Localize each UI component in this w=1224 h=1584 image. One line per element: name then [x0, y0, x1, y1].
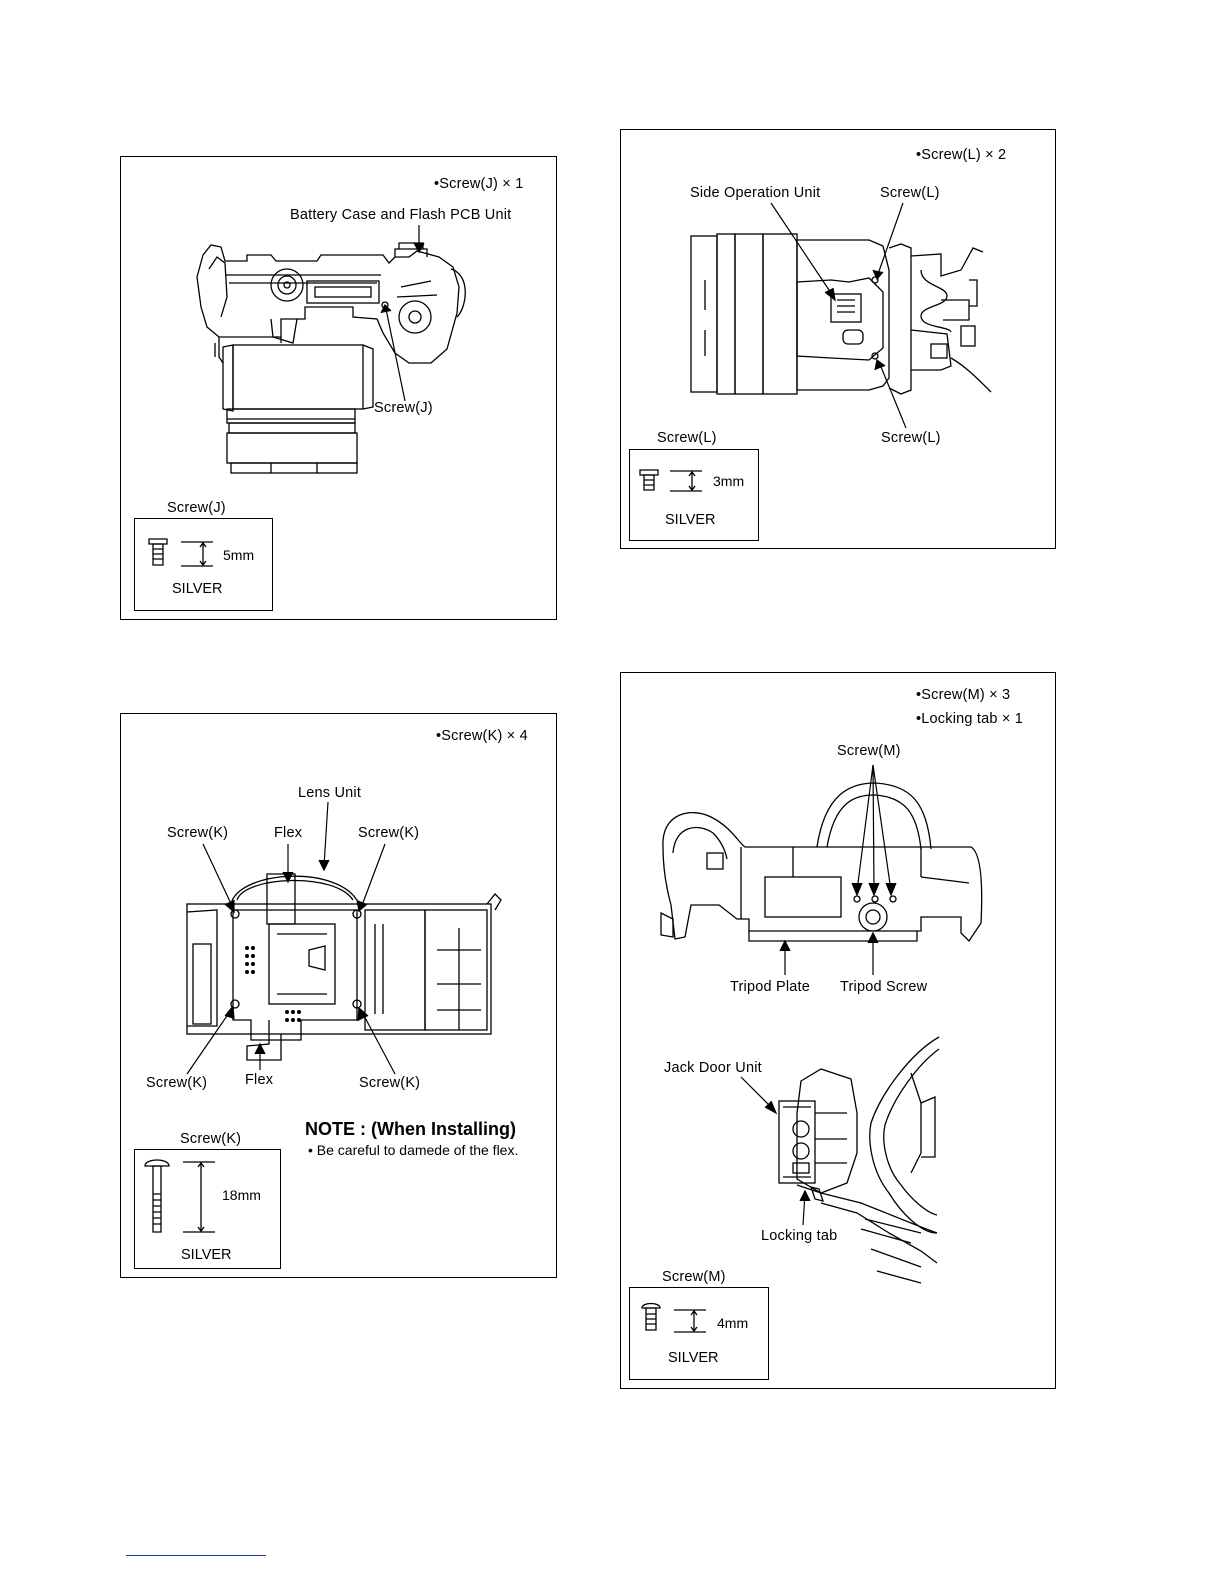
screw-m-material: SILVER	[668, 1350, 719, 1366]
panel-screw-m: •Screw(M) × 3 •Locking tab × 1 Screw(M) …	[620, 672, 1056, 1389]
screw-j-length: 5mm	[223, 547, 255, 563]
leader-lines-k	[186, 801, 396, 1075]
label-locking-tab: Locking tab	[761, 1228, 838, 1244]
label-screw-k-tr: Screw(K)	[358, 825, 420, 841]
panel-screw-k: •Screw(K) × 4 Lens Unit Screw(K) Flex Sc…	[120, 713, 557, 1278]
label-screw-k-tl: Screw(K)	[167, 825, 229, 841]
label-battery-case-flash-pcb: Battery Case and Flash PCB Unit	[290, 207, 512, 223]
screw-j-spec-box: 5mm SILVER	[134, 518, 273, 611]
label-screw-k-br: Screw(K)	[359, 1075, 421, 1091]
screw-m-icon	[641, 1302, 706, 1333]
leader-lines-l	[770, 202, 907, 429]
screw-l-material: SILVER	[665, 512, 716, 528]
screw-m-spec-box: 4mm SILVER	[629, 1287, 769, 1380]
screw-l-icon	[639, 469, 702, 492]
screw-j-icon	[148, 538, 213, 567]
screw-m-length: 4mm	[717, 1315, 749, 1331]
screw-k-length: 18mm	[222, 1187, 261, 1203]
panel-screw-l: •Screw(L) × 2 Side Operation Unit Screw(…	[620, 129, 1056, 549]
screw-j-material: SILVER	[172, 581, 223, 597]
screw-k-material: SILVER	[181, 1247, 232, 1263]
jack-door-unit-drawing	[778, 1036, 940, 1284]
label-flex-top: Flex	[274, 825, 303, 841]
screw-k-spec-title: Screw(K)	[180, 1131, 242, 1147]
side-operation-unit-drawing	[690, 233, 992, 395]
screw-m-count: •Screw(M) × 3	[916, 687, 1011, 703]
screw-j-spec-title: Screw(J)	[167, 500, 226, 516]
screw-k-count: •Screw(K) × 4	[436, 728, 528, 744]
panel-screw-j: •Screw(J) × 1 Battery Case and Flash PCB…	[120, 156, 557, 620]
locking-tab-count: •Locking tab × 1	[916, 711, 1024, 727]
label-screw-j: Screw(J)	[374, 400, 433, 416]
screw-l-length: 3mm	[713, 473, 745, 489]
leader-lines-j	[380, 225, 425, 402]
label-lens-unit: Lens Unit	[298, 785, 362, 801]
lens-unit-front-drawing	[186, 873, 502, 1061]
label-screw-m: Screw(M)	[837, 743, 901, 759]
footer-rule	[126, 1555, 266, 1556]
label-tripod-plate: Tripod Plate	[730, 979, 811, 995]
label-side-operation-unit: Side Operation Unit	[690, 185, 821, 201]
label-flex-bottom: Flex	[245, 1072, 274, 1088]
note-body: • Be careful to damede of the flex.	[308, 1142, 519, 1158]
label-screw-l-top: Screw(L)	[880, 185, 940, 201]
label-screw-k-bl: Screw(K)	[146, 1075, 208, 1091]
screw-m-spec-title: Screw(M)	[662, 1269, 726, 1285]
leader-lines-m	[740, 764, 897, 1226]
screw-l-spec-box: 3mm SILVER	[629, 449, 759, 541]
screw-l-count: •Screw(L) × 2	[916, 147, 1007, 163]
screw-j-count: •Screw(J) × 1	[434, 176, 524, 192]
label-jack-door-unit: Jack Door Unit	[664, 1060, 762, 1076]
label-screw-l-bottom: Screw(L)	[881, 430, 941, 446]
note-title: NOTE : (When Installing)	[305, 1119, 516, 1139]
label-tripod-screw: Tripod Screw	[840, 979, 928, 995]
screw-l-spec-title: Screw(L)	[657, 430, 717, 446]
screw-k-spec-box: 18mm SILVER	[134, 1149, 281, 1269]
screw-k-icon	[144, 1159, 215, 1233]
camera-top-view-drawing	[196, 242, 466, 474]
